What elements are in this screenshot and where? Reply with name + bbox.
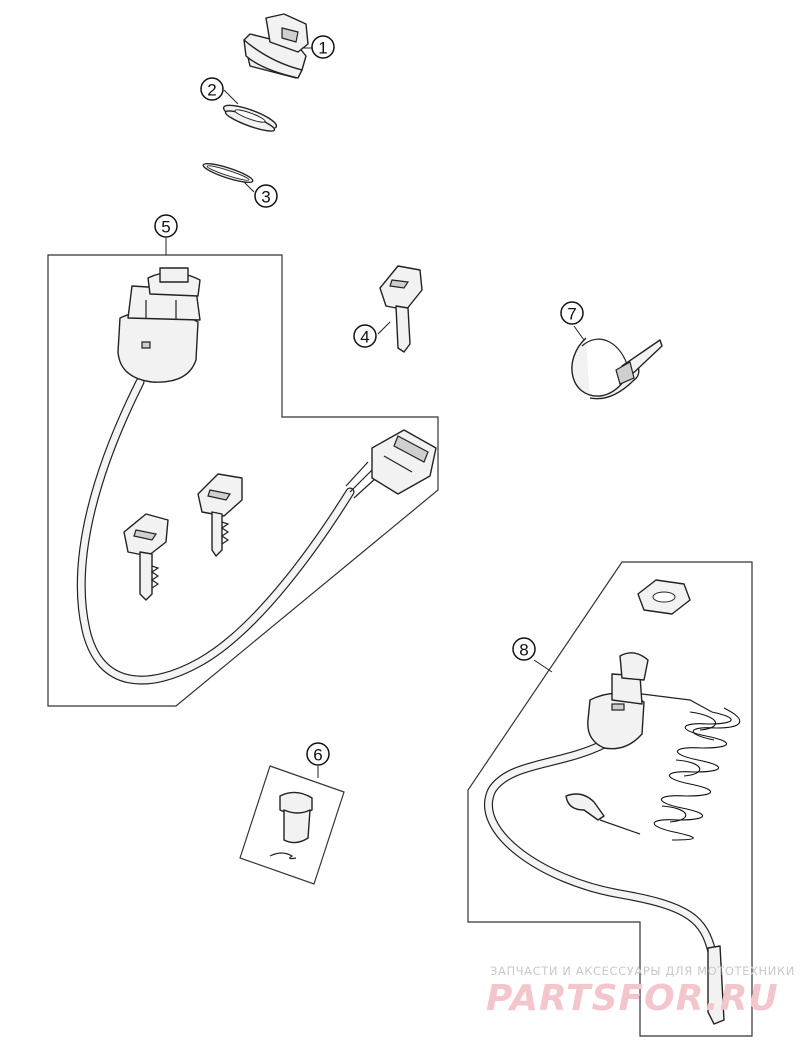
part-8-nut [637, 579, 691, 615]
part-5-key-a [123, 513, 169, 601]
callout-8-label: 8 [519, 641, 528, 660]
callout-3-label: 3 [261, 188, 270, 207]
callout-7-label: 7 [567, 305, 576, 324]
callout-8: 8 [512, 637, 536, 661]
part-5-key-b [197, 473, 243, 557]
part-7-cable-tie [571, 337, 663, 400]
callout-1-label: 1 [318, 39, 327, 58]
part-4-key [379, 265, 423, 353]
callout-6-label: 6 [313, 746, 322, 765]
part-8-group-frame [467, 561, 753, 1037]
leader-lines [165, 47, 585, 778]
callout-5-label: 5 [161, 218, 170, 237]
part-2-washer [222, 104, 278, 132]
callout-3: 3 [254, 184, 278, 208]
callout-4-label: 4 [360, 328, 369, 347]
callout-7: 7 [560, 301, 584, 325]
part-5-ignition-switch [76, 267, 437, 685]
part-8-coiled-lanyard[interactable] [653, 707, 741, 841]
watermark-brand: PARTSFOR.RU [486, 978, 779, 1019]
callout-2-label: 2 [207, 81, 216, 100]
part-6-lock-insert [269, 791, 313, 860]
part-3-o-ring [202, 162, 254, 184]
callout-5: 5 [154, 214, 178, 238]
part-8-kill-switch [484, 652, 725, 1025]
watermark-tagline: ЗАПЧАСТИ И АКСЕССУАРЫ ДЛЯ МОТОТЕХНИКИ [490, 964, 795, 978]
watermark: ЗАПЧАСТИ И АКСЕССУАРЫ ДЛЯ МОТОТЕХНИКИ PA… [486, 964, 795, 1019]
callout-2: 2 [200, 77, 224, 101]
callout-1: 1 [311, 35, 335, 59]
callout-4: 4 [353, 324, 377, 348]
callout-6: 6 [306, 742, 330, 766]
part-6-group-frame [239, 765, 345, 885]
part-5-group-frame [47, 254, 439, 707]
part-1-lock-cap [243, 13, 309, 79]
